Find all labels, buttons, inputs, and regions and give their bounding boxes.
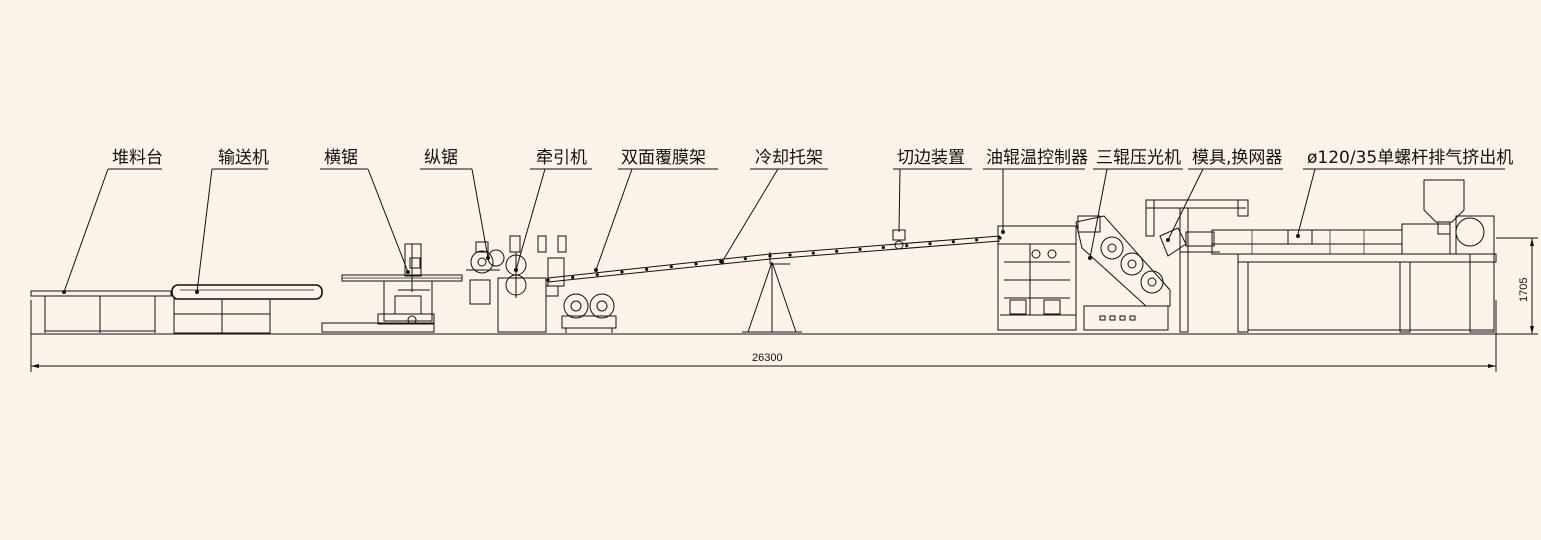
rail-roller (951, 240, 955, 244)
longitudinal-saw-machine (466, 241, 505, 274)
cooling-bracket-rail (547, 235, 1001, 283)
edge-trimmer-machine (892, 229, 906, 250)
three-roll-calender-machine (1075, 215, 1171, 331)
rail-roller (694, 262, 698, 266)
rail-roller (905, 243, 909, 248)
label-cooling-bracket-text: 冷却托架 (755, 148, 823, 168)
die-screen-changer-machine (1145, 199, 1249, 333)
rail-roller (998, 236, 1002, 240)
label-three-roll-calender: 三辊压光机 (1093, 148, 1183, 170)
dimension-total-length: 26300 (30, 300, 1497, 372)
label-haul-off-text: 牵引机 (536, 148, 587, 168)
rail-roller (788, 253, 792, 257)
label-haul-off: 牵引机 (530, 148, 592, 170)
cooling-bracket-stand (742, 261, 802, 333)
label-longitudinal-saw: 纵锯 (420, 148, 472, 170)
laminating-rack-machine (561, 268, 617, 333)
label-die-screen-changer: 模具,换网器 (1188, 148, 1283, 170)
rail-roller (835, 249, 839, 253)
oil-temp-controller-machine (997, 225, 1077, 331)
cross-saw-machine (321, 243, 491, 333)
haul-off-machine (497, 235, 567, 333)
rail-roller (975, 238, 979, 242)
extruder-machine (1211, 179, 1497, 333)
rail-roller (546, 278, 550, 282)
label-stacker-text: 堆料台 (112, 148, 163, 168)
rail-roller (571, 275, 575, 279)
label-oil-temp-controller: 油辊温控制器 (983, 148, 1088, 170)
rail-roller (595, 273, 599, 277)
label-edge-trimmer: 切边装置 (893, 148, 972, 170)
label-oil-temp-controller-text: 油辊温控制器 (986, 148, 1088, 168)
stacker-table (30, 290, 172, 333)
label-cross-saw: 横锯 (320, 148, 368, 170)
rail-roller (928, 242, 932, 246)
label-cross-saw-text: 横锯 (324, 148, 358, 168)
label-three-roll-calender-text: 三辊压光机 (1096, 148, 1181, 168)
dimension-height-text: 1705 (1518, 278, 1530, 302)
label-edge-trimmer-text: 切边装置 (897, 148, 965, 168)
dimension-total-length-text: 26300 (752, 352, 783, 364)
label-die-screen-changer-text: 模具,换网器 (1192, 148, 1282, 168)
rail-roller (669, 265, 673, 269)
label-laminating-rack: 双面覆膜架 (618, 148, 718, 170)
label-laminating-rack-text: 双面覆膜架 (621, 148, 706, 168)
label-extruder: ø120/35单螺杆排气挤出机 (1303, 148, 1513, 170)
rail-roller (858, 247, 862, 251)
conveyor-machine (171, 284, 323, 334)
label-conveyor: 输送机 (212, 148, 269, 170)
rail-roller (881, 245, 885, 250)
rail-roller (811, 251, 815, 255)
rail-roller (743, 257, 747, 261)
rail-roller (620, 270, 624, 274)
label-cooling-bracket: 冷却托架 (750, 148, 828, 170)
cooling-rail-rollers (546, 236, 1002, 282)
label-extruder-text: ø120/35单螺杆排气挤出机 (1307, 148, 1513, 168)
rail-roller (719, 259, 723, 263)
label-longitudinal-saw-text: 纵锯 (424, 148, 458, 168)
label-conveyor-text: 输送机 (218, 148, 269, 168)
rail-roller (768, 254, 772, 258)
label-stacker: 堆料台 (108, 148, 163, 170)
dimension-height: 1705 (1496, 237, 1538, 334)
leader-lines (63, 168, 1316, 293)
rail-roller (645, 267, 649, 271)
